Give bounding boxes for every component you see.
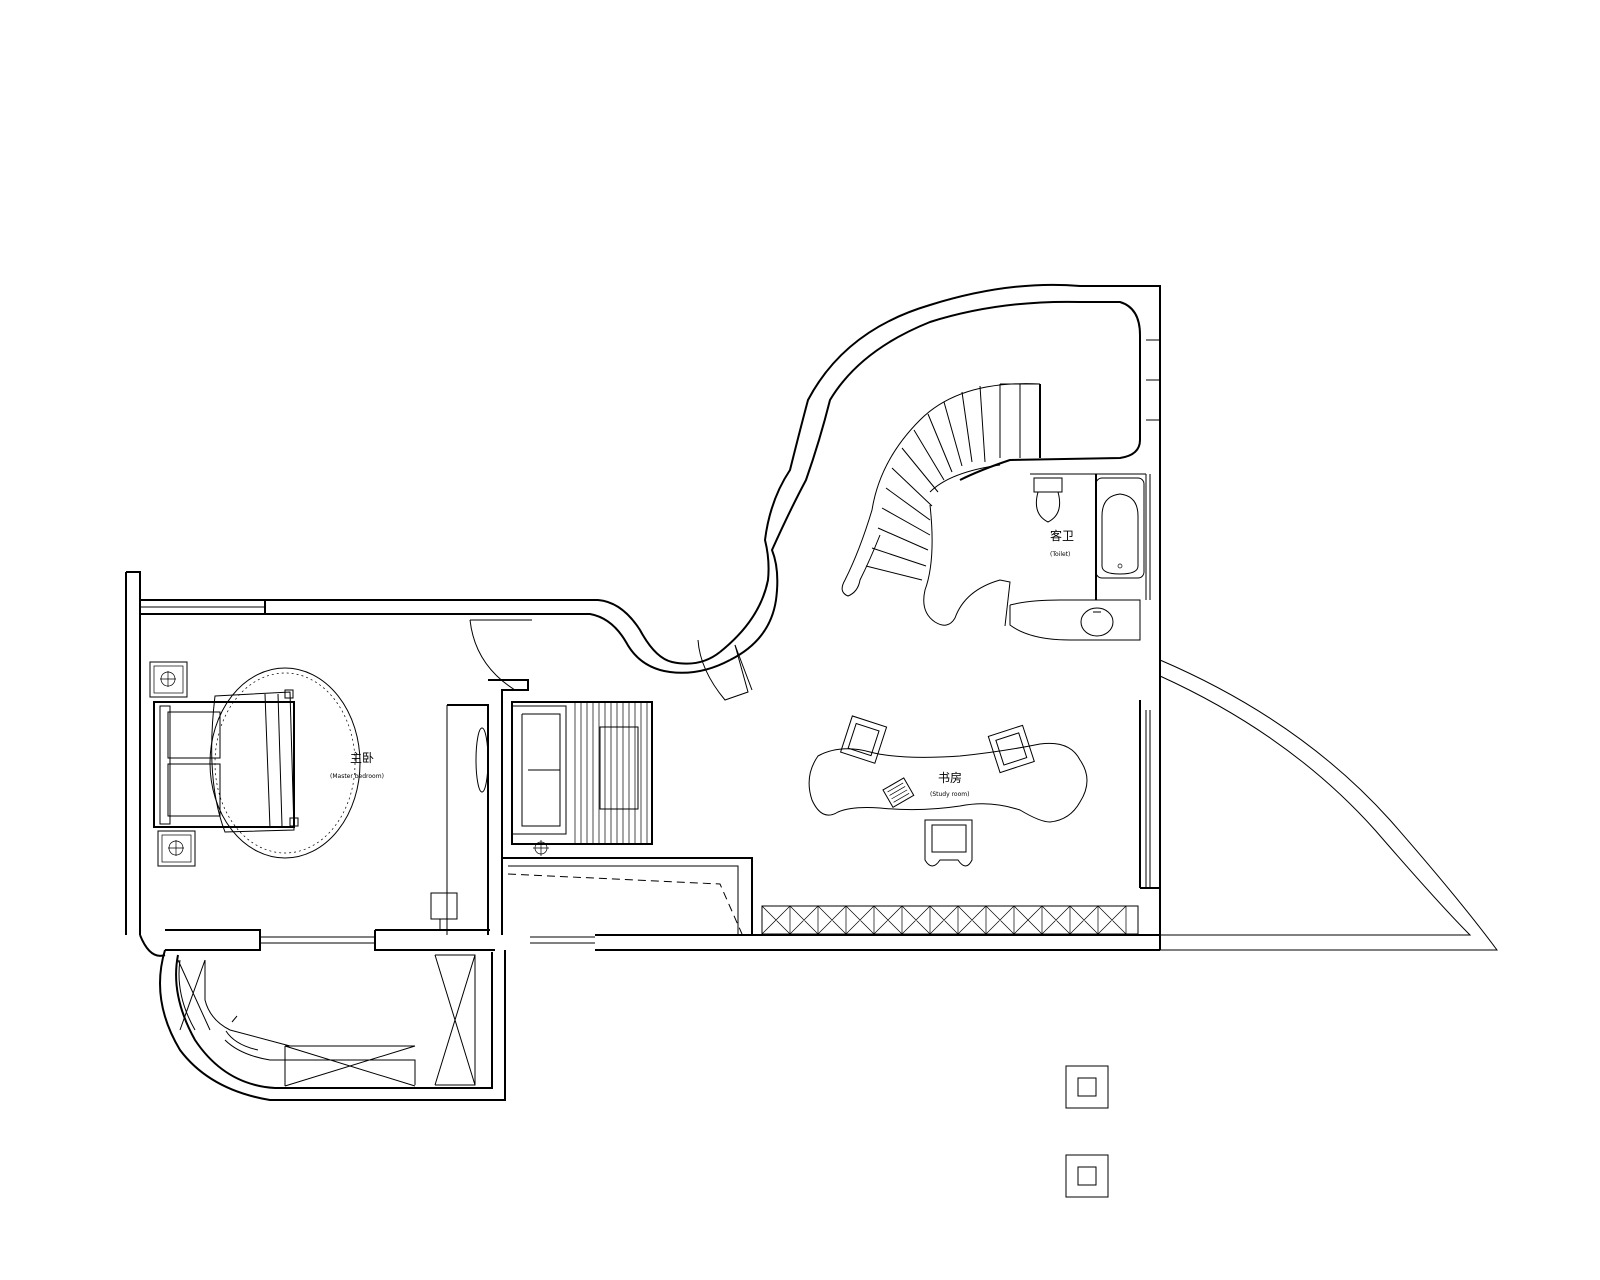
master-bedroom: 主卧 (Master bedroom): [149, 619, 532, 935]
stair-hall: [697, 283, 1161, 701]
guest-bathroom: 客卫 (Toilet): [1009, 339, 1161, 641]
bookshelf: [761, 905, 1139, 935]
desk: [808, 742, 1088, 823]
nightstand-icon: [149, 661, 188, 698]
nightstand-icon: [157, 830, 196, 867]
exterior-walls: [125, 571, 1160, 957]
basin-icon: [1009, 599, 1141, 641]
bed-icon: [153, 689, 299, 833]
balcony: [159, 949, 506, 1101]
bathtub-icon: [1095, 477, 1145, 579]
lounge-area: [502, 701, 753, 935]
door-swing-icon: [469, 619, 532, 691]
room-sublabel-master-bedroom: (Master bedroom): [330, 773, 384, 780]
room-label-study: 书房: [938, 770, 962, 785]
armchair-icon: [987, 724, 1035, 774]
study: 书房 (Study room): [761, 700, 1161, 950]
column-marker: [1065, 1154, 1109, 1198]
column-marker: [1065, 1065, 1109, 1109]
room-sublabel-study: (Study room): [930, 791, 969, 798]
toilet-icon: [1033, 477, 1063, 523]
terrace: [1159, 659, 1498, 951]
room-label-master-bedroom: 主卧: [350, 751, 374, 765]
room-sublabel-guest-bathroom: (Toilet): [1050, 551, 1070, 558]
room-label-guest-bathroom: 客卫: [1050, 528, 1074, 543]
rug-stripes: [574, 702, 648, 844]
stair-icon: [841, 383, 1041, 627]
armchair-icon: [839, 715, 888, 764]
armchair-icon: [924, 819, 973, 867]
